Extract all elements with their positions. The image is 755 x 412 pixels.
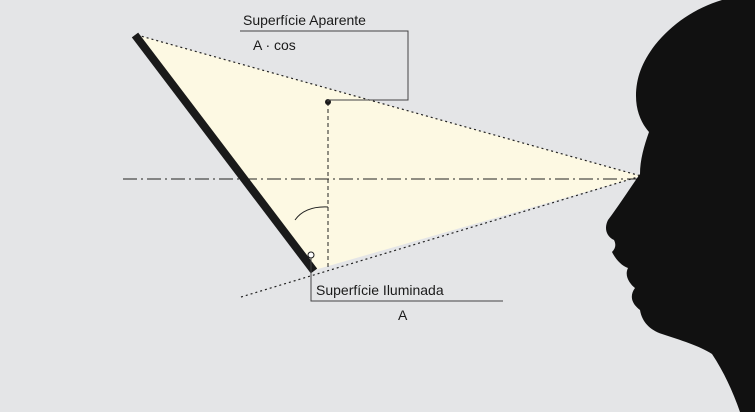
light-cone bbox=[137, 35, 641, 271]
illuminated-surface-title: Superfície Iluminada bbox=[316, 282, 444, 298]
illuminated-surface-bar bbox=[131, 32, 318, 274]
illuminated-surface-point bbox=[307, 251, 315, 259]
illuminated-surface-formula: A bbox=[398, 307, 408, 323]
viewer-head-silhouette bbox=[606, 0, 755, 412]
apparent-surface-formula: A · cos bbox=[253, 37, 296, 53]
angle-arc bbox=[294, 206, 329, 221]
apparent-surface-title: Superfície Aparente bbox=[243, 12, 366, 28]
cone-upper-edge bbox=[136, 34, 642, 177]
apparent-leader-line bbox=[240, 30, 409, 102]
illuminated-leader-line bbox=[310, 258, 503, 302]
